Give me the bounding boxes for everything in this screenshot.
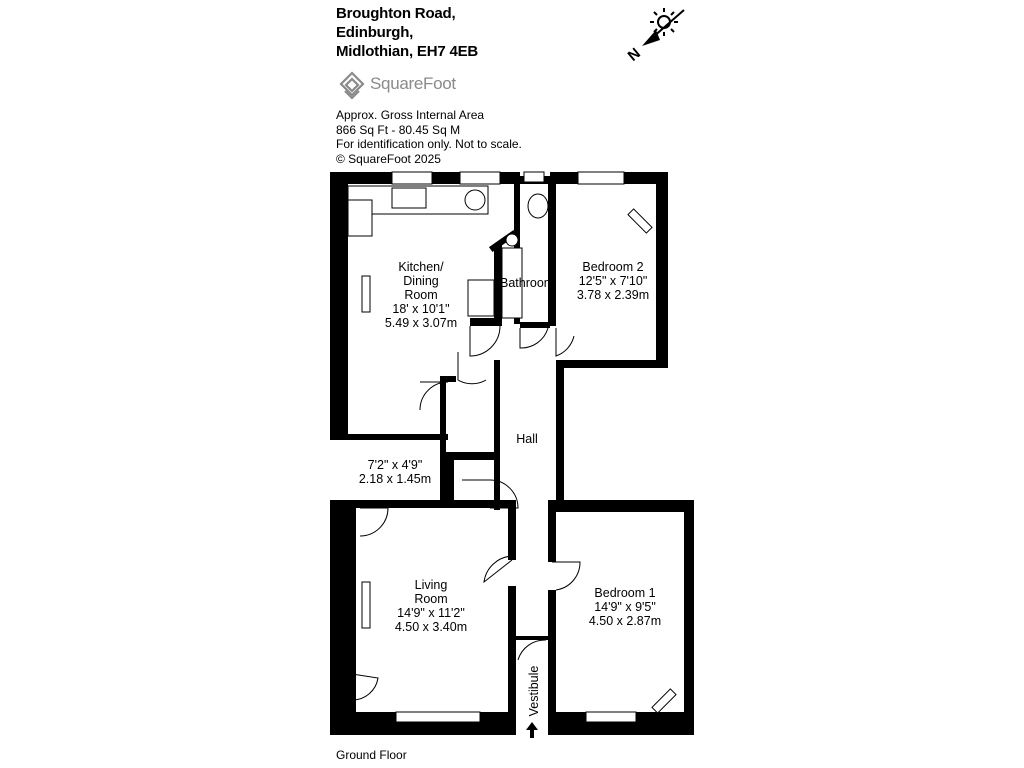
wall-bed1-right (684, 500, 694, 735)
squarefoot-logo-icon (339, 71, 365, 100)
door-kitchen (469, 325, 501, 357)
door-store (359, 507, 389, 537)
wall-left-upper (330, 172, 348, 440)
window-living (395, 711, 481, 723)
kitchen-dims-imperial: 18' x 10'1" (392, 302, 450, 316)
address-line-1: Broughton Road, (336, 5, 456, 22)
wall-bed1-left (548, 500, 556, 562)
kitchen-hob (464, 189, 486, 211)
kitchen-side-unit (347, 199, 373, 237)
bedroom2-dims-imperial: 12'5" x 7'10" (578, 274, 648, 288)
door-hall-cupboard (457, 352, 487, 385)
wall-living-right (508, 500, 516, 560)
address-line-2: Edinburgh, (336, 24, 414, 41)
bedroom2-name: Bedroom 2 (582, 260, 644, 274)
wall-bed1-left2 (548, 590, 556, 712)
wall-left-lower (330, 500, 356, 735)
area-values: 866 Sq Ft - 80.45 Sq M (336, 122, 461, 137)
kitchen-dims-metric: 5.49 x 3.07m (384, 316, 458, 330)
bathroom-name: Bathroom (500, 276, 555, 290)
wall-bed1-top (556, 500, 694, 512)
address-line-3: Midlothian, EH7 4EB (336, 43, 479, 60)
kitchen-name-1: Kitchen/ (398, 260, 444, 274)
sun-compass-icon: N (625, 8, 685, 65)
living-dims-imperial: 14'9" x 11'2" (397, 606, 465, 620)
vestibule-name: Vestibule (527, 665, 541, 717)
radiator-bed2 (627, 208, 653, 234)
door-living (483, 555, 513, 584)
wall-cupboard-top (440, 376, 456, 382)
store-dims-metric: 2.18 x 1.45m (358, 472, 432, 486)
door-vestibule (517, 639, 547, 661)
bath-tub (501, 247, 523, 319)
floor-label: Ground Floor (336, 748, 407, 762)
disclaimer: For identification only. Not to scale. (336, 137, 522, 151)
door-living-lower (351, 673, 379, 701)
label-store: 7'2" x 4'9" 2.18 x 1.45m (352, 458, 438, 486)
bedroom1-dims-imperial: 14'9" x 9'5" (594, 600, 656, 614)
door-bed2 (555, 328, 575, 357)
bedroom1-dims-metric: 4.50 x 2.87m (588, 614, 662, 628)
label-bathroom: Bathroom (500, 276, 555, 290)
brand-name: SquareFoot (370, 74, 456, 93)
squarefoot-logo: SquareFoot (336, 70, 476, 102)
door-bathroom (519, 327, 549, 349)
label-vestibule: Vestibule (527, 651, 541, 731)
living-dims-metric: 4.50 x 3.40m (394, 620, 468, 634)
label-kitchen: Kitchen/ Dining Room 18' x 10'1" 5.49 x … (378, 260, 464, 330)
wall-store-right (446, 452, 454, 504)
wall-bottom-right (548, 712, 694, 735)
area-title: Approx. Gross Internal Area (336, 108, 485, 122)
toilet (527, 193, 549, 219)
wall-bath-left (494, 244, 502, 326)
windows (391, 171, 637, 723)
store-dims-imperial: 7'2" x 4'9" (367, 458, 423, 472)
entrance-arrow-icon (526, 722, 538, 738)
wall-hall-left-upper (494, 360, 500, 510)
label-living: Living Room 14'9" x 11'2" 4.50 x 3.40m (388, 578, 474, 634)
bedroom2-dims-metric: 3.78 x 2.39m (576, 288, 650, 302)
property-address: Broughton Road, Edinburgh, Midlothian, E… (336, 4, 478, 61)
door-swings (351, 325, 581, 701)
wall-cupboard2-top (446, 452, 494, 460)
wall-bed2-bottom (556, 360, 668, 368)
wall-bed2-right (656, 172, 668, 366)
bedroom1-name: Bedroom 1 (594, 586, 656, 600)
window-bathroom (523, 171, 545, 183)
wall-store-top (348, 434, 448, 440)
window-kitchen-1 (391, 171, 433, 185)
radiator-living (361, 581, 371, 629)
label-bedroom2: Bedroom 2 12'5" x 7'10" 3.78 x 2.39m (574, 260, 652, 302)
area-info: Approx. Gross Internal Area 866 Sq Ft - … (336, 108, 522, 166)
wall-bath-bottom (470, 318, 502, 326)
window-kitchen-2 (459, 171, 501, 185)
living-name-1: Living (414, 578, 448, 592)
radiator-kitchen (361, 275, 371, 313)
radiator-bed1 (651, 688, 677, 714)
basin (505, 233, 519, 247)
kitchen-sink (391, 187, 427, 209)
door-store-cupboard (462, 479, 519, 509)
label-hall: Hall (512, 432, 542, 446)
fittings (347, 185, 677, 714)
wall-cupboard (440, 376, 446, 506)
living-name-2: Room (414, 592, 448, 606)
wall-hall-right (556, 360, 564, 500)
wall-bath-bottom2 (520, 322, 550, 328)
window-bed1 (585, 711, 637, 723)
window-bed2 (577, 171, 625, 185)
door-kitchen-cupboard (419, 381, 449, 411)
hall-name: Hall (516, 432, 538, 446)
wall-bath-bed2 (548, 176, 556, 326)
door-bed1 (552, 561, 581, 591)
wall-living-right2 (508, 586, 516, 712)
wall-store-bottom (348, 500, 512, 508)
kitchen-name-2: Dining (403, 274, 439, 288)
kitchen-appliance (467, 279, 495, 317)
kitchen-name-3: Room (404, 288, 438, 302)
label-bedroom1: Bedroom 1 14'9" x 9'5" 4.50 x 2.87m (582, 586, 668, 628)
copyright: © SquareFoot 2025 (336, 151, 441, 166)
wall-vestibule-top (516, 636, 548, 640)
